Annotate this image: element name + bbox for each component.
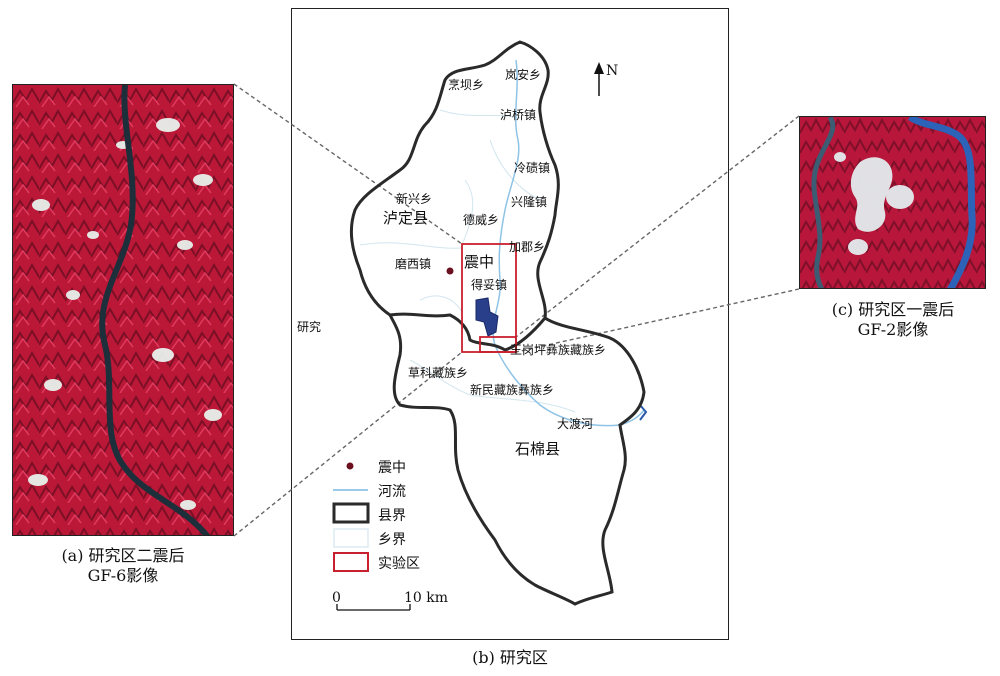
panel-a-caption-line1: (a) 研究区二震后: [61, 546, 185, 565]
county-luding: 泸定县: [383, 209, 429, 227]
legend-county-symbol: [332, 502, 370, 524]
town-xinxing: 新兴乡: [396, 192, 433, 206]
panel-a-satellite-raster: [13, 85, 233, 535]
panel-c-satellite-raster: [800, 117, 985, 288]
town-lanan: 岚安乡: [505, 68, 542, 82]
legend-experiment-zone: 实验区: [378, 556, 420, 572]
map-frame: [291, 8, 729, 640]
town-pengba: 烹坝乡: [448, 78, 485, 92]
panel-c-caption-line1: (c) 研究区一震后: [831, 300, 955, 319]
town-luqiao: 泸桥镇: [500, 108, 537, 122]
panel-c-caption-line2: GF-2影像: [857, 320, 929, 339]
panel-b-caption: (b) 研究区: [472, 648, 548, 667]
panel-a-river: [99, 85, 211, 535]
town-detuo: 得妥镇: [471, 278, 508, 292]
legend-zone-symbol: [333, 552, 369, 572]
leader-a-top: [233, 83, 463, 245]
leader-c-bottom: [515, 288, 800, 353]
town-jiagu: 加郡乡: [509, 240, 546, 254]
leader-c-top: [515, 115, 800, 338]
legend-county-border: 县界: [378, 508, 406, 524]
county-boundary-outline: [349, 40, 646, 606]
legend-epicenter: 震中: [378, 460, 406, 476]
town-xinglong: 兴隆镇: [511, 195, 548, 209]
town-dewei: 德威乡: [463, 213, 500, 227]
panel-c-image: [799, 116, 986, 289]
daduhe-river-line: [492, 59, 645, 427]
river-label-daduhe: 大渡河: [557, 417, 594, 431]
epicenter-marker: [446, 267, 454, 275]
legend-epicenter-symbol: [346, 462, 354, 470]
panel-a-image: [12, 84, 234, 536]
scale-bar: [336, 604, 411, 611]
county-divide-line: [389, 312, 547, 352]
town-xinmin: 新民藏族彝族乡: [470, 383, 555, 397]
legend-river: 河流: [378, 484, 406, 500]
side-label: 研究: [297, 320, 322, 334]
epicenter-label: 震中: [464, 253, 495, 271]
experiment-zone-small: [479, 336, 517, 353]
town-moxi: 磨西镇: [395, 257, 432, 271]
county-shimian: 石棉县: [515, 440, 561, 458]
legend-township-border: 乡界: [378, 532, 406, 548]
north-label: N: [606, 63, 619, 79]
township-boundaries: [359, 109, 576, 413]
town-caoke: 草科藏族乡: [408, 366, 469, 380]
town-lengqi: 冷碛镇: [514, 161, 551, 175]
north-arrow-icon: [594, 62, 604, 96]
legend-township-symbol: [333, 528, 369, 548]
scale-zero: 0: [332, 590, 341, 606]
town-wangangping: 王岗坪彝族藏族乡: [510, 343, 607, 357]
river-reach: [475, 297, 499, 337]
panel-a-caption-line2: GF-6影像: [87, 566, 159, 585]
scale-ten: 10 km: [404, 590, 449, 606]
